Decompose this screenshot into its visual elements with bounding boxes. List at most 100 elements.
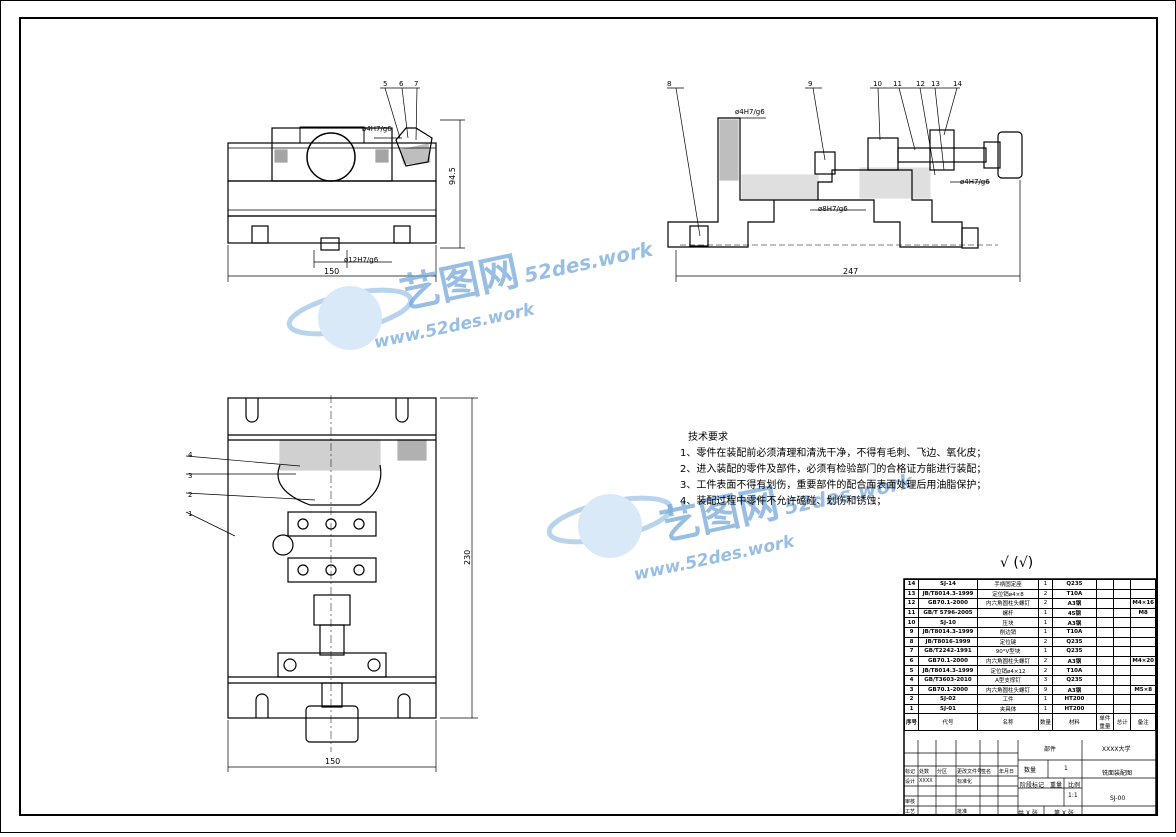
tb-school: XXXX大学: [1102, 746, 1131, 753]
side-fit-mid: ø8H7/g6: [818, 205, 848, 213]
tb-sheets: 共 X 张: [1018, 810, 1038, 817]
bom-cell-note: [1130, 579, 1156, 590]
tb-stage-label: 阶段标记: [1020, 782, 1045, 789]
tb-count-label: 数量: [1024, 767, 1037, 774]
bom-cell-qty: 2: [1038, 636, 1054, 648]
bom-cell-qty: 3: [1038, 674, 1054, 686]
bom-cell-name: 内六角圆柱头螺钉: [976, 598, 1040, 609]
bom-cell-mat: HT200: [1052, 703, 1097, 715]
bom-cell-empty: [1095, 655, 1115, 667]
bom-h-unit: 单件重量: [1095, 713, 1115, 732]
bom-cell-no: 7: [903, 646, 920, 657]
bom-cell-name: 压块: [976, 617, 1040, 628]
bom-cell-no: 4: [903, 674, 920, 686]
bom-cell-no: 14: [903, 579, 920, 590]
bom-cell-empty: [1113, 579, 1132, 590]
bom-cell-note: [1130, 626, 1156, 638]
bom-cell-name: 手柄固定座: [976, 579, 1040, 590]
bom-cell-empty: [1095, 646, 1115, 657]
bom-cell-code: JB/T8014.3-1999: [918, 626, 978, 638]
bom-cell-name: 工件: [976, 694, 1040, 705]
bom-cell-mat: A3钢: [1052, 684, 1097, 696]
bom-cell-name: 定位键: [976, 636, 1040, 648]
bom-cell-qty: 1: [1038, 607, 1054, 619]
bom-cell-mat: T10A: [1052, 626, 1097, 638]
bom-cell-empty: [1113, 646, 1132, 657]
bom-cell-empty: [1095, 626, 1115, 638]
tb-part: 部件: [1044, 746, 1057, 753]
bom-cell-code: SJ-10: [918, 617, 978, 628]
bom-cell-no: 13: [903, 588, 920, 600]
bom-cell-empty: [1113, 636, 1132, 648]
bom-cell-empty: [1095, 674, 1115, 686]
bom-cell-empty: [1113, 607, 1132, 619]
balloon-11: 11: [893, 80, 902, 88]
tb-rev-4: 签名: [981, 769, 992, 775]
bom-cell-name: 内六角圆柱头螺钉: [976, 684, 1040, 696]
bom-cell-note: M5×8: [1130, 684, 1156, 696]
bom-cell-note: [1130, 636, 1156, 648]
bom-cell-qty: 9: [1038, 684, 1054, 696]
tb-drawing-no: SJ-00: [1110, 795, 1126, 802]
watermark-logo-mid: [546, 494, 674, 558]
bom-cell-empty: [1113, 694, 1132, 705]
bom-h-name: 名称: [976, 713, 1040, 732]
bom-cell-empty: [1113, 626, 1132, 638]
tb-std: 标准化: [957, 779, 973, 785]
bom-cell-name: 定位销ø4×8: [976, 588, 1040, 600]
tb-check: 审核: [905, 799, 916, 805]
balloon-9: 9: [808, 80, 812, 88]
bom-h-mat: 材料: [1052, 713, 1097, 732]
bom-cell-empty: [1113, 598, 1132, 609]
bom-cell-empty: [1095, 703, 1115, 715]
bom-h-weight: 重量: [1099, 724, 1111, 731]
bom-h-qty: 数量: [1038, 713, 1054, 732]
balloon-10: 10: [873, 80, 882, 88]
bom-cell-mat: Q235: [1052, 674, 1097, 686]
front-fit-dim: ø12H7/g6: [344, 256, 379, 264]
balloon-4: 4: [188, 451, 193, 459]
side-dimensions: [667, 87, 1021, 282]
bom-cell-qty: 2: [1038, 598, 1054, 609]
bom-cell-empty: [1095, 579, 1115, 590]
bom-cell-mat: A3钢: [1052, 655, 1097, 667]
title-block-grid: [904, 740, 1156, 816]
bom-cell-mat: Q235: [1052, 579, 1097, 590]
bom-cell-empty: [1095, 598, 1115, 609]
bom-cell-no: 12: [903, 598, 920, 609]
bom-cell-empty: [1095, 636, 1115, 648]
tb-rev-1: 处数: [919, 769, 930, 775]
bom-cell-empty: [1113, 655, 1132, 667]
side-view: [667, 117, 1023, 249]
bom-cell-qty: 1: [1038, 703, 1054, 715]
front-dimensions: [227, 87, 465, 282]
bom-h-code: 代号: [918, 713, 978, 732]
bom-cell-empty: [1113, 588, 1132, 600]
bom-cell-name: 夹具体: [976, 703, 1040, 715]
bom-cell-qty: 1: [1038, 626, 1054, 638]
bom-cell-code: JB/T8014.3-1999: [918, 588, 978, 600]
bom-cell-empty: [1095, 684, 1115, 696]
tech-item-1: 1、零件在装配前必须清理和清洗干净，不得有毛刺、飞边、氧化皮；: [680, 448, 987, 459]
bom-cell-note: M4×16: [1130, 598, 1156, 609]
tech-item-2: 2、进入装配的零件及部件，必须有检验部门的合格证方能进行装配；: [680, 464, 987, 475]
bom-h-note: 备注: [1130, 713, 1156, 732]
bom-cell-name: 内六角圆柱头螺钉: [976, 655, 1040, 667]
tb-approve: 批准: [957, 809, 968, 815]
bom-cell-note: [1130, 617, 1156, 628]
bom-cell-mat: Q235: [1052, 636, 1097, 648]
bom-cell-empty: [1095, 665, 1115, 676]
bom-cell-code: GB70.1-2000: [918, 598, 978, 609]
bom-header-row: 序号 代号 名称 数量 材料 单件重量 总计 备注: [903, 713, 1156, 732]
bom-cell-empty: [1113, 684, 1132, 696]
bom-cell-note: [1130, 674, 1156, 686]
